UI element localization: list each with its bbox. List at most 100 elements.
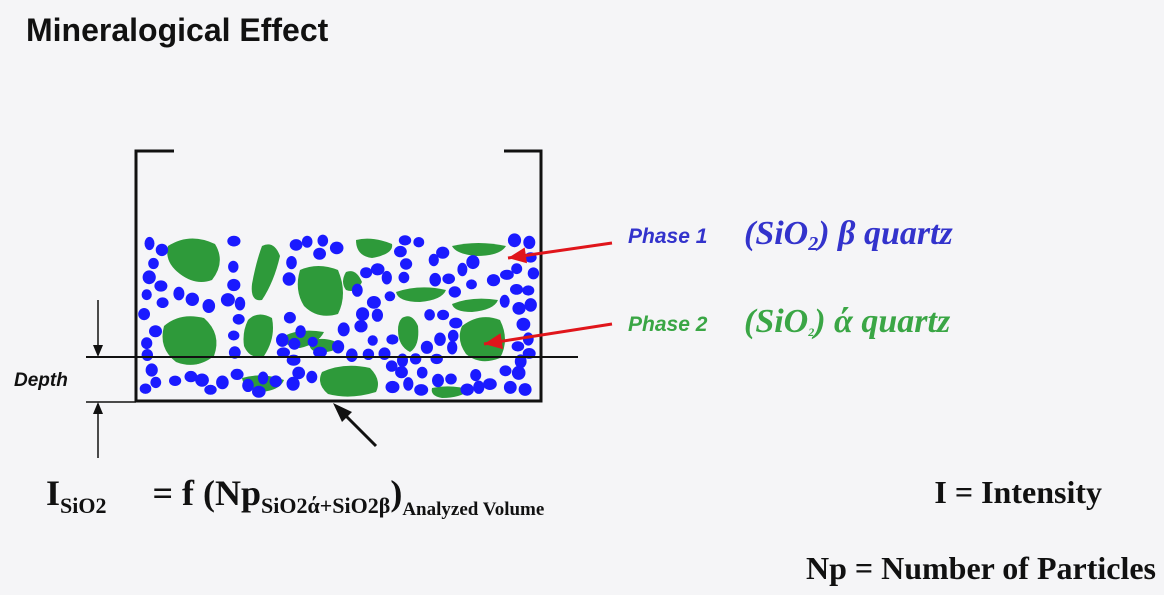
page-title: Mineralogical Effect bbox=[26, 12, 329, 48]
green-particle bbox=[396, 287, 446, 302]
blue-particle bbox=[486, 274, 501, 287]
blue-particle bbox=[257, 371, 269, 385]
green-particle bbox=[431, 386, 470, 398]
blue-particle bbox=[282, 272, 296, 286]
equation-lhs: I bbox=[46, 473, 61, 513]
blue-particle bbox=[228, 260, 239, 273]
blue-particle bbox=[384, 291, 396, 302]
blue-particle bbox=[420, 340, 433, 354]
blue-particle bbox=[381, 270, 392, 285]
blue-particle bbox=[150, 376, 162, 389]
blue-particle bbox=[447, 329, 459, 342]
phase1-formula-sub: 2 bbox=[808, 233, 819, 255]
blue-particle bbox=[367, 335, 378, 346]
blue-particle bbox=[227, 278, 241, 292]
blue-particle bbox=[227, 235, 241, 247]
phase-arrows bbox=[483, 241, 613, 350]
blue-particle bbox=[499, 365, 512, 377]
blue-particle bbox=[295, 325, 306, 338]
blue-particle bbox=[228, 330, 240, 341]
blue-particle bbox=[524, 298, 537, 312]
blue-particle bbox=[234, 296, 246, 311]
blue-particle bbox=[385, 360, 398, 372]
blue-particle bbox=[466, 255, 480, 270]
blue-particle bbox=[195, 373, 209, 387]
blue-particle bbox=[292, 366, 306, 380]
phase1-arrow-head bbox=[508, 247, 527, 264]
blue-particle bbox=[457, 262, 468, 277]
phase2-formula-sub: 2 bbox=[808, 325, 815, 339]
phase2-arrow-head bbox=[484, 333, 503, 350]
blue-particle bbox=[503, 380, 517, 394]
blue-particle bbox=[366, 296, 381, 309]
equation-rhs-close: ) bbox=[390, 473, 403, 513]
depth-arrowhead-top bbox=[93, 345, 103, 357]
blue-particle bbox=[516, 317, 531, 331]
blue-particle bbox=[286, 376, 300, 391]
green-particle bbox=[186, 351, 208, 365]
blue-particle bbox=[511, 263, 523, 275]
blue-particle bbox=[220, 293, 235, 307]
blue-particle bbox=[313, 346, 327, 358]
blue-particle bbox=[232, 314, 245, 325]
blue-particle bbox=[510, 284, 523, 295]
intensity-equation: ISiO2= f (NpSiO2ά+SiO2β)Analyzed Volume bbox=[46, 472, 544, 521]
blue-particle bbox=[155, 243, 169, 257]
phase2-label: Phase 2 bbox=[628, 313, 708, 336]
phase2-formula-post: ) ά quartz bbox=[814, 303, 951, 340]
blue-particle bbox=[141, 349, 153, 361]
green-particle bbox=[243, 314, 273, 357]
blue-particle bbox=[289, 239, 303, 251]
blue-particle bbox=[202, 299, 216, 313]
blue-particle bbox=[409, 353, 422, 365]
green-particle bbox=[251, 244, 280, 301]
green-particle bbox=[297, 266, 343, 316]
blue-particle bbox=[276, 347, 290, 358]
blue-particle bbox=[332, 340, 345, 354]
sample-holder-outline bbox=[134, 149, 543, 403]
surface-pointer-arrowhead bbox=[333, 403, 352, 422]
blue-particle bbox=[169, 375, 182, 386]
blue-particle bbox=[276, 333, 289, 347]
blue-particle bbox=[370, 263, 385, 276]
blue-particle bbox=[317, 234, 329, 247]
blue-particle bbox=[154, 280, 168, 292]
blue-particle bbox=[442, 273, 456, 285]
blue-particle bbox=[141, 337, 153, 350]
green-particle bbox=[356, 238, 393, 258]
equation-rhs-pre: = f (Np bbox=[152, 473, 261, 513]
phase2-arrow-line bbox=[483, 322, 613, 346]
blue-particle bbox=[230, 368, 244, 380]
blue-particle bbox=[445, 373, 457, 385]
blue-particle bbox=[307, 336, 318, 347]
equation-rhs-sub2: Analyzed Volume bbox=[402, 499, 545, 520]
blue-particle bbox=[371, 308, 383, 322]
blue-particle bbox=[500, 269, 514, 280]
blue-particle bbox=[499, 294, 510, 308]
blue-particle bbox=[148, 257, 159, 270]
blue-particle bbox=[424, 309, 435, 321]
blue-particle bbox=[142, 270, 156, 285]
blue-particle bbox=[460, 383, 474, 396]
blue-particle bbox=[527, 267, 540, 280]
blue-particle bbox=[432, 373, 444, 388]
phase2-formula: (SiO2) ά quartz bbox=[744, 303, 950, 341]
phase1-formula: (SiO2) β quartz bbox=[744, 215, 953, 256]
blue-particle bbox=[397, 353, 408, 368]
blue-particle bbox=[394, 245, 407, 258]
blue-particle bbox=[511, 365, 526, 380]
blue-particle bbox=[306, 370, 318, 384]
blue-particle bbox=[470, 369, 482, 382]
blue-particle bbox=[447, 340, 458, 355]
blue-particle bbox=[416, 366, 428, 379]
blue-particle bbox=[354, 320, 368, 333]
green-particle bbox=[162, 316, 217, 365]
blue-particle bbox=[139, 383, 152, 394]
blue-particle bbox=[156, 297, 169, 309]
blue-particle bbox=[145, 363, 158, 377]
blue-particle bbox=[360, 267, 373, 279]
blue-particle bbox=[378, 347, 391, 361]
phase1-formula-post: ) β quartz bbox=[818, 215, 953, 252]
blue-particle bbox=[400, 258, 413, 270]
blue-particle bbox=[511, 341, 525, 352]
